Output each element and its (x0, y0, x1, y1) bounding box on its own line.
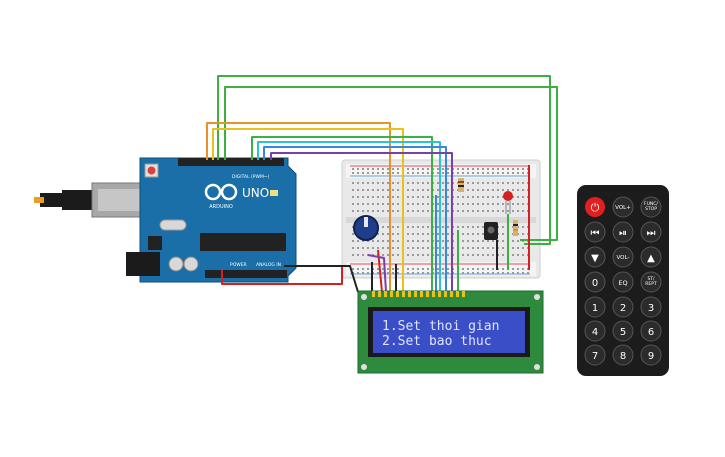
remote-vol-minus-button[interactable]: VOL- (612, 246, 634, 268)
wire-purple (270, 152, 453, 195)
crystal (159, 219, 187, 231)
digital-label: DIGITAL (PWM~) (232, 174, 270, 180)
lcd-screen (373, 311, 525, 353)
board-model-label: UNO (242, 186, 269, 200)
arduino-board[interactable]: ARDUINO UNO DIGITAL (PWM~) POWER ANALOG … (34, 157, 297, 283)
remote-five-button[interactable]: 5 (612, 320, 634, 342)
capacitor (183, 256, 199, 272)
wire-yellow (212, 128, 404, 190)
lcd-line-1: 1.Set thoi gian (382, 319, 499, 334)
ir-receiver (484, 222, 498, 240)
wire-green (224, 86, 558, 241)
potentiometer[interactable] (353, 215, 379, 241)
remote-two-button[interactable]: 2 (612, 296, 634, 318)
lcd-pin-header (372, 291, 465, 297)
lcd-module[interactable]: 1.Set thoi gian 2.Set bao thuc (357, 290, 544, 374)
svg-text:⏯: ⏯ (619, 228, 627, 239)
usb-cable (62, 190, 92, 210)
svg-text:⏻: ⏻ (591, 201, 600, 214)
svg-text:VOL+: VOL+ (615, 205, 631, 211)
svg-text:6: 6 (648, 327, 654, 338)
arduino-logo: ARDUINO (204, 183, 238, 210)
svg-text:0: 0 (592, 278, 598, 289)
svg-text:1: 1 (592, 303, 598, 314)
svg-text:FUNC/STOP: FUNC/STOP (644, 201, 658, 212)
wire-red (221, 266, 343, 285)
remote-eight-button[interactable]: 8 (612, 344, 634, 366)
atmega-chip (200, 233, 286, 251)
remote-seven-button[interactable]: 7 (584, 344, 606, 366)
resistor (513, 220, 518, 236)
wire-green (251, 136, 433, 195)
remote-eq-button[interactable]: EQ (612, 271, 634, 293)
remote-three-button[interactable]: 3 (640, 296, 662, 318)
remote-down-button[interactable]: ▼ (584, 246, 606, 268)
wire-green (217, 75, 551, 245)
svg-text:▲: ▲ (647, 253, 655, 264)
power-jack (126, 252, 160, 276)
svg-text:2: 2 (620, 303, 626, 314)
resistor (458, 178, 464, 192)
svg-text:3: 3 (648, 303, 654, 314)
remote-func-stop-button[interactable]: FUNC/STOP (640, 196, 662, 218)
remote-st-rept-button[interactable]: ST/REPT (640, 271, 662, 293)
remote-one-button[interactable]: 1 (584, 296, 606, 318)
svg-text:4: 4 (592, 327, 598, 338)
remote-four-button[interactable]: 4 (584, 320, 606, 342)
svg-text:⏮: ⏮ (591, 228, 600, 239)
wires (206, 75, 558, 293)
remote-six-button[interactable]: 6 (640, 320, 662, 342)
svg-text:EQ: EQ (618, 279, 627, 287)
svg-text:▼: ▼ (591, 253, 599, 264)
remote-up-button[interactable]: ▲ (640, 246, 662, 268)
digital-header (178, 158, 284, 166)
analog-header (205, 270, 287, 278)
power-label: POWER (230, 262, 247, 268)
remote-nine-button[interactable]: 9 (640, 344, 662, 366)
ir-remote[interactable]: ⏻ VOL+ FUNC/STOP ⏮ ⏯ ⏭ ▼ VOL- (577, 185, 669, 376)
lcd-line-2: 2.Set bao thuc (382, 334, 492, 349)
arduino-logo-text: ARDUINO (209, 204, 233, 210)
svg-text:VOL-: VOL- (617, 255, 630, 261)
remote-zero-button[interactable]: 0 (584, 271, 606, 293)
remote-next-button[interactable]: ⏭ (640, 221, 662, 243)
svg-text:9: 9 (648, 351, 654, 362)
led-red (503, 191, 513, 214)
wire-cyan (257, 141, 441, 195)
svg-text:5: 5 (620, 327, 626, 338)
remote-prev-button[interactable]: ⏮ (584, 221, 606, 243)
remote-power-button[interactable]: ⏻ (585, 197, 605, 217)
wire-black (284, 265, 359, 293)
wire-purple (367, 254, 387, 293)
remote-vol-plus-button[interactable]: VOL+ (612, 196, 634, 218)
svg-text:ST/REPT: ST/REPT (645, 276, 657, 287)
wire-blue (263, 146, 447, 195)
remote-play-pause-button[interactable]: ⏯ (612, 221, 634, 243)
svg-text:⏭: ⏭ (647, 228, 656, 239)
svg-text:7: 7 (592, 351, 598, 362)
capacitor (168, 256, 184, 272)
analog-label: ANALOG IN (256, 262, 281, 268)
svg-text:8: 8 (620, 351, 626, 362)
